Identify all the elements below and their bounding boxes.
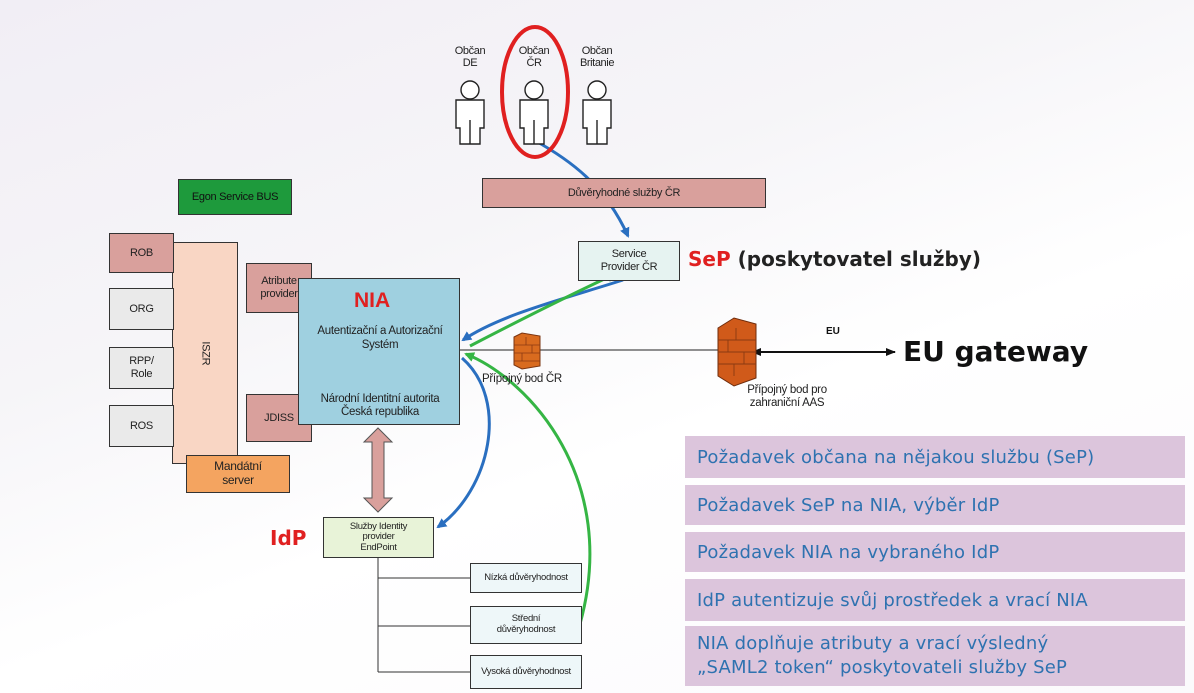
sep-label: SeP (poskytovatel služby) <box>688 247 981 271</box>
arrow-nia-to-sp <box>469 272 617 348</box>
arrow-nia-to-idp <box>436 356 491 529</box>
step-4: IdP autentizuje svůj prostředek a vrací … <box>685 579 1185 621</box>
idp-tree-lines <box>377 557 470 673</box>
idp-endpoint-box[interactable]: Služby Identity provider EndPoint <box>323 517 434 558</box>
sep-description: (poskytovatel služby) <box>737 247 981 271</box>
step-2: Požadavek SeP na NIA, výběr IdP <box>685 485 1185 525</box>
step-2-text: Požadavek SeP na NIA, výběr IdP <box>697 494 1000 516</box>
nia-box[interactable]: NIA Autentizační a Autorizační Systém Ná… <box>298 278 460 425</box>
assurance-high-box[interactable]: Vysoká důvěryhodnost <box>470 655 582 689</box>
sep-code: SeP <box>688 247 731 271</box>
nia-system-text: Autentizační a Autorizační Systém <box>317 325 443 351</box>
assurance-medium-box[interactable]: Střední důvěryhodnost <box>470 606 582 644</box>
registry-org[interactable]: ORG <box>109 288 174 330</box>
step-5-text: NIA doplňuje atributy a vrací výsledný „… <box>697 632 1068 678</box>
access-point-aas-label: Přípojný bod pro zahraniční AAS <box>747 384 827 410</box>
iszr-box[interactable]: ISZR <box>172 242 238 464</box>
assurance-low-box[interactable]: Nízká důvěryhodnost <box>470 563 582 593</box>
eu-gateway-label: EU gateway <box>903 335 1089 368</box>
arrow-citizen-to-sp <box>533 138 630 238</box>
registry-ros[interactable]: ROS <box>109 405 174 447</box>
citizen-label-cr[interactable]: Občan ČR <box>518 45 550 69</box>
nia-idp-double-arrow <box>362 427 394 513</box>
firewall-icon-cr <box>513 332 541 370</box>
firewall-icon-aas <box>717 317 757 387</box>
step-1: Požadavek občana na nějakou službu (SeP) <box>685 436 1185 478</box>
registry-rpp[interactable]: RPP/ Role <box>109 347 174 389</box>
arrow-sp-to-nia <box>461 278 624 342</box>
arrow-idp-to-nia <box>464 352 592 625</box>
eu-label: EU <box>826 326 840 337</box>
person-icon-de <box>455 80 485 145</box>
egon-service-bus-box[interactable]: Egon Service BUS <box>178 179 292 215</box>
person-icon-britanie <box>582 80 612 145</box>
nia-title: NIA <box>354 289 391 312</box>
iszr-label: ISZR <box>199 341 212 365</box>
mandate-server-box[interactable]: Mandátní server <box>186 455 290 493</box>
idp-label: IdP <box>270 526 307 550</box>
trusted-services-box[interactable]: Důvěryhodné služby ČR <box>482 178 766 208</box>
step-1-text: Požadavek občana na nějakou službu (SeP) <box>697 446 1095 468</box>
person-icons <box>455 80 612 145</box>
step-5: NIA doplňuje atributy a vrací výsledný „… <box>685 626 1185 686</box>
step-4-text: IdP autentizuje svůj prostředek a vrací … <box>697 589 1088 611</box>
registry-rob[interactable]: ROB <box>109 233 174 273</box>
nia-authority-text: Národní Identitní autorita Česká republi… <box>320 393 440 419</box>
access-point-cr-label: Přípojný bod ČR <box>482 373 562 385</box>
citizen-label-britanie: Občan Britanie <box>579 45 615 69</box>
person-icon-cr <box>519 80 549 145</box>
citizen-label-de: Občan DE <box>454 45 486 69</box>
highlight-ellipse <box>500 25 570 159</box>
service-provider-box[interactable]: Service Provider ČR <box>578 241 680 281</box>
step-3: Požadavek NIA na vybraného IdP <box>685 532 1185 572</box>
step-3-text: Požadavek NIA na vybraného IdP <box>697 541 1000 563</box>
